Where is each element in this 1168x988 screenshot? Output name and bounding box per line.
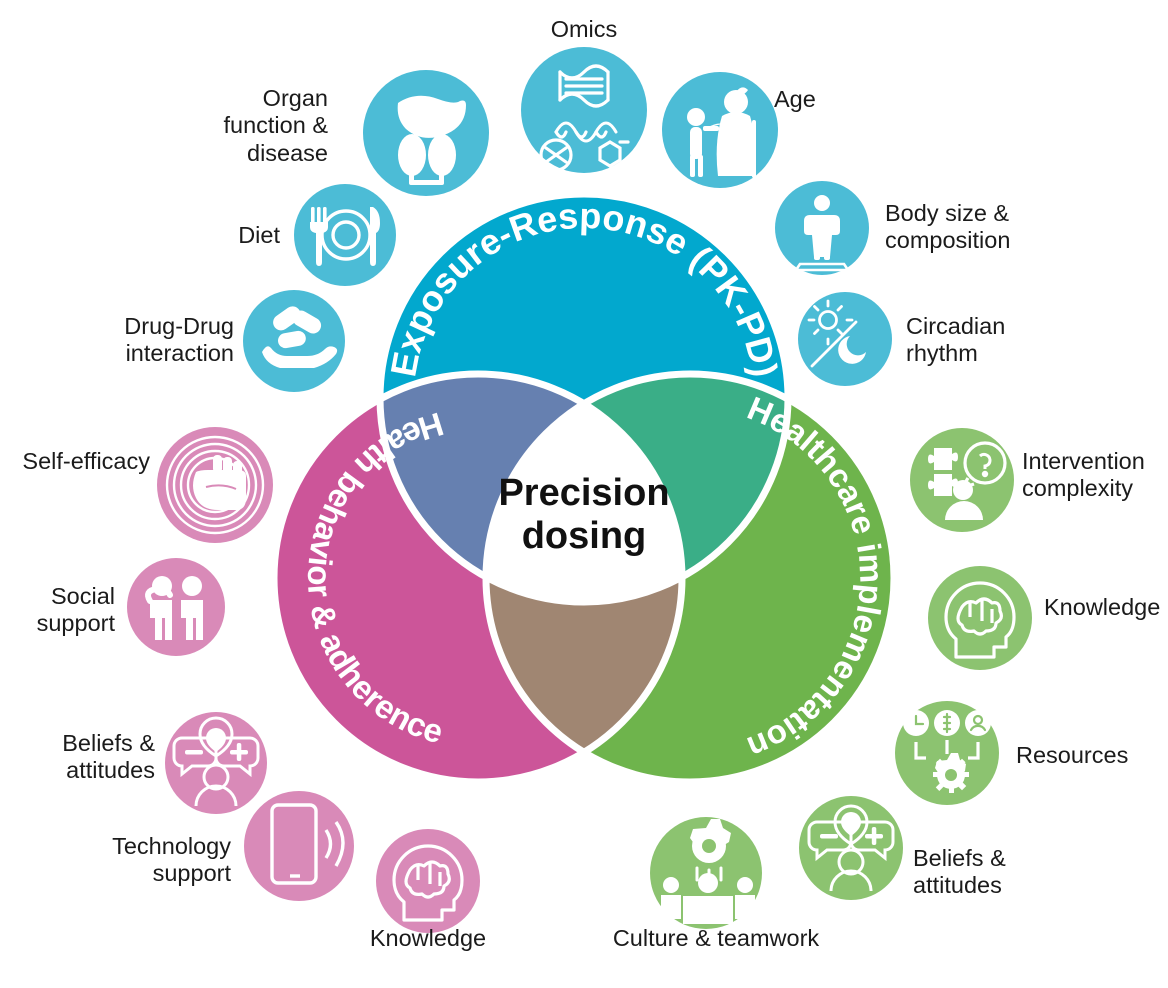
- overlap-center: [486, 374, 682, 602]
- label-technology-support: Technology support: [112, 833, 231, 887]
- factor-icon-beliefs-attitudes-healthcare: [799, 796, 903, 900]
- factor-icon-technology-support: [244, 791, 354, 901]
- label-beliefs-attitudes-healthcare: Beliefs & attitudes: [913, 845, 1006, 899]
- factor-icon-social-support: [127, 558, 225, 656]
- factor-icon-omics: [521, 47, 647, 173]
- label-resources: Resources: [1016, 742, 1129, 768]
- factor-icon-age: [662, 72, 778, 188]
- factor-icon-knowledge-healthcare: [928, 566, 1032, 670]
- label-drug-drug-interaction: Drug-Drug interaction: [124, 313, 234, 367]
- factor-icon-body-size: [775, 181, 869, 275]
- factor-icon-circadian-rhythm: [798, 292, 892, 386]
- label-social-support: Social support: [36, 583, 115, 637]
- factor-icon-beliefs-attitudes-behavior: [165, 712, 267, 814]
- factor-icon-organ-function: [363, 70, 489, 196]
- factor-icon-self-efficacy: [157, 427, 273, 543]
- label-circadian-rhythm: Circadian rhythm: [906, 313, 1006, 367]
- factor-icon-intervention-complexity: [910, 428, 1014, 532]
- label-body-size: Body size & composition: [885, 200, 1011, 254]
- factor-icon-knowledge-behavior: [376, 829, 480, 933]
- label-culture-teamwork: Culture & teamwork: [612, 925, 820, 951]
- factor-icon-resources: [895, 701, 999, 805]
- label-knowledge-healthcare: Knowledge: [1044, 594, 1161, 620]
- label-knowledge-behavior: Knowledge: [369, 925, 487, 951]
- factor-icon-culture-teamwork: [650, 817, 762, 929]
- label-organ-function: Organ function & disease: [223, 85, 328, 166]
- label-age: Age: [774, 86, 816, 112]
- label-beliefs-attitudes-behavior: Beliefs & attitudes: [62, 730, 155, 784]
- label-diet: Diet: [238, 222, 280, 248]
- factor-icon-diet: [294, 184, 396, 286]
- label-omics: Omics: [550, 16, 618, 42]
- center-label-precision-dosing: Precision dosing: [498, 472, 670, 557]
- venn-circles: [268, 188, 900, 788]
- factor-icon-drug-drug-interaction: [243, 290, 345, 392]
- label-intervention-complexity: Intervention complexity: [1022, 448, 1145, 502]
- label-self-efficacy: Self-efficacy: [22, 448, 150, 474]
